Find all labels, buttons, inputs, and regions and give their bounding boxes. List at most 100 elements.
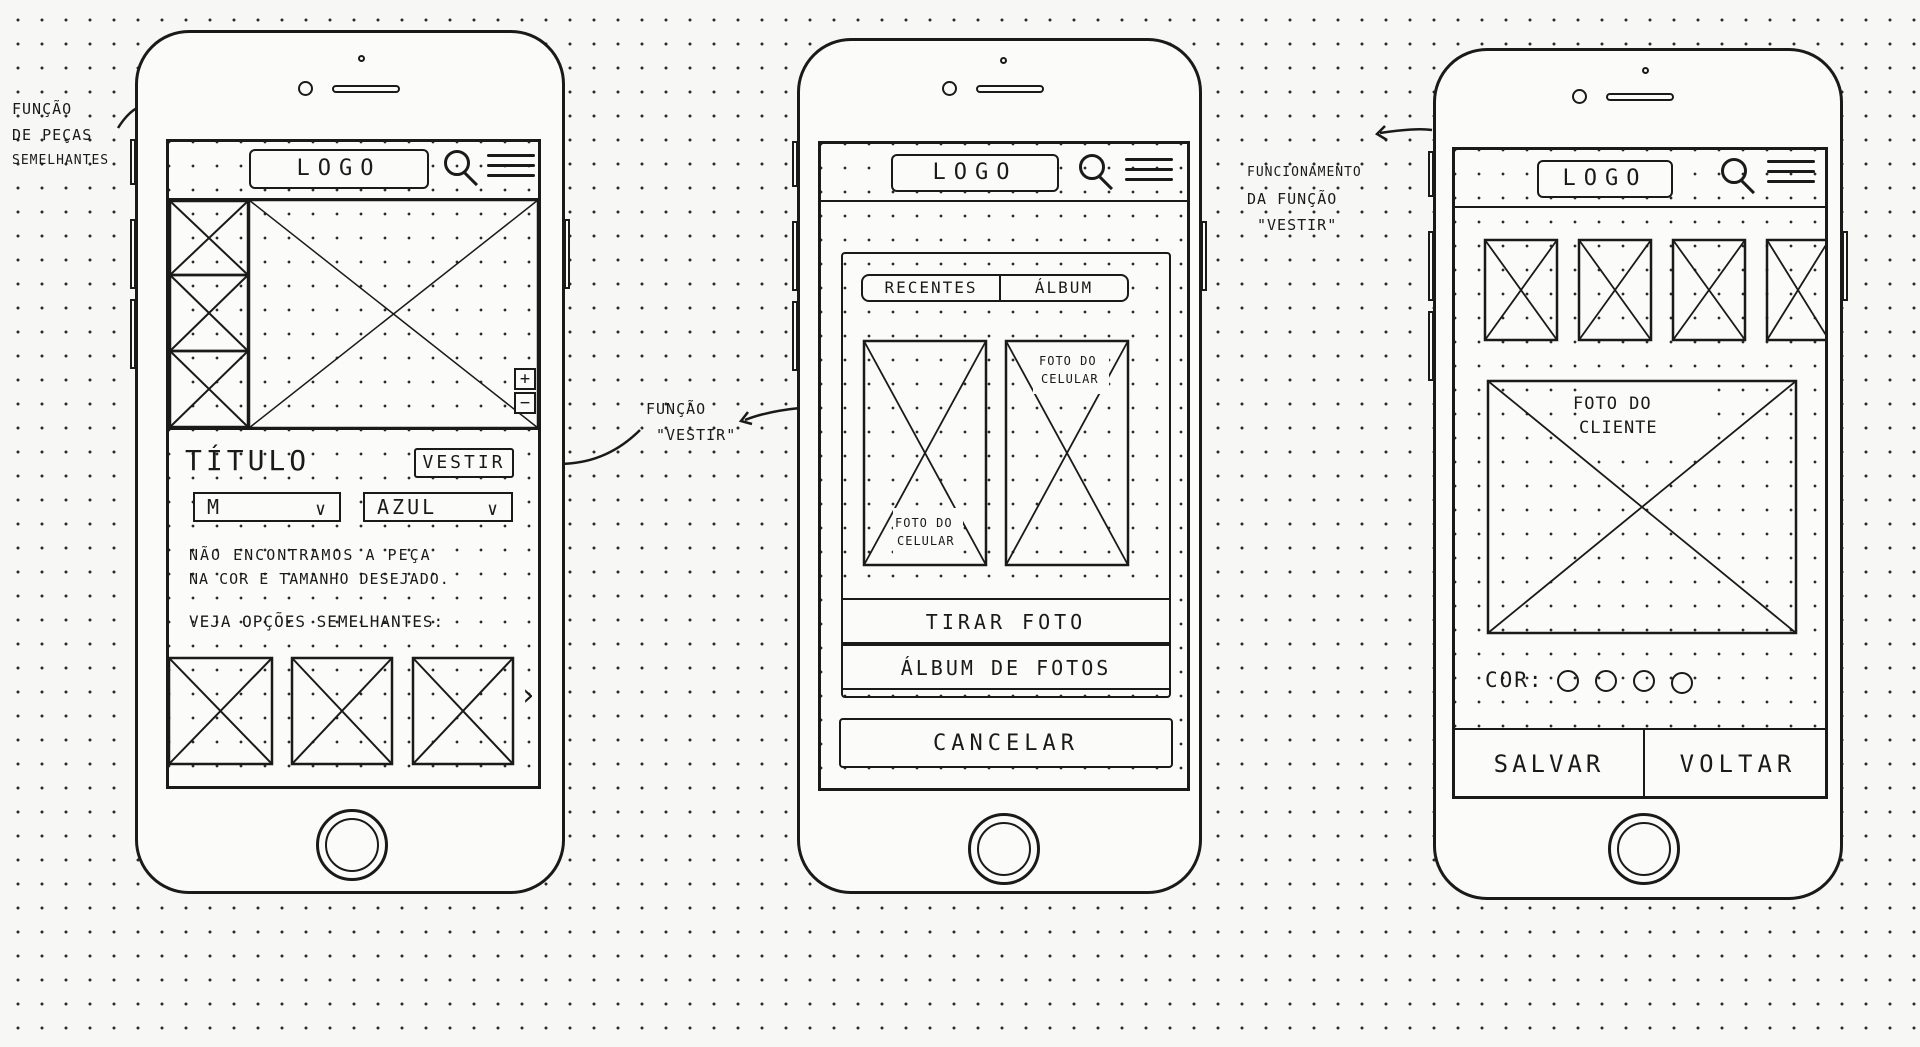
side-button — [564, 219, 570, 289]
color-select-value: AZUL — [377, 495, 438, 519]
arrow-to-screen3 — [1379, 127, 1433, 135]
photo-2-label-line1: FOTO DO — [1039, 354, 1097, 368]
logo[interactable]: LOGO — [249, 149, 429, 189]
speaker-grille — [332, 85, 400, 93]
screen-similar-items: LOGO + − TÍTULO VESTIR M∨ — [166, 139, 541, 789]
app-header: LOGO — [1455, 150, 1825, 208]
tab-recentes[interactable]: RECENTES — [861, 274, 1001, 302]
photo-album-label: ÁLBUM DE FOTOS — [900, 656, 1112, 680]
color-swatch[interactable] — [1671, 672, 1693, 694]
not-found-message-line2: NA COR E TAMANHO DESEJADO. — [189, 570, 450, 588]
side-button — [792, 301, 798, 371]
main-product-image — [247, 198, 538, 430]
size-select[interactable]: M∨ — [193, 492, 341, 522]
side-button — [1428, 151, 1434, 197]
annotation-line: "VESTIR" — [656, 426, 737, 444]
speaker-grille — [1606, 93, 1674, 101]
home-button[interactable] — [968, 813, 1040, 885]
logo[interactable]: LOGO — [1537, 160, 1673, 198]
thumbnail-strip[interactable] — [169, 199, 250, 429]
home-button[interactable] — [1608, 813, 1680, 885]
product-gallery: + − — [169, 198, 538, 430]
sensor-dot — [1642, 67, 1649, 74]
side-button — [1428, 231, 1434, 301]
annotation-line: FUNÇÃO — [646, 400, 707, 418]
annotation-line: "VESTIR" — [1257, 216, 1338, 234]
annotation-line: DE PEÇAS — [12, 126, 93, 144]
color-label: COR: — [1485, 668, 1544, 692]
screen-try-on: LOGO FOTO DO CLIENTE COR: SALVAR — [1452, 147, 1828, 799]
sensor-dot — [358, 55, 365, 62]
side-button — [1428, 311, 1434, 381]
annotation-vestir-function: FUNÇÃO "VESTIR" — [646, 396, 736, 448]
logo[interactable]: LOGO — [891, 154, 1059, 192]
client-photo-label-line1: FOTO DO — [1573, 394, 1652, 414]
speaker-grille — [976, 85, 1044, 93]
search-icon[interactable] — [1079, 154, 1119, 194]
side-button — [792, 141, 798, 187]
similar-items-row[interactable] — [169, 656, 541, 768]
annotation-line: SEMELHANTES — [12, 153, 110, 168]
annotation-similar-items: FUNÇÃO DE PEÇAS SEMELHANTES — [12, 96, 109, 174]
photo-2-label-line2: CELULAR — [1041, 372, 1099, 386]
next-arrow-icon[interactable]: › — [519, 678, 541, 713]
app-header: LOGO — [821, 144, 1187, 202]
save-label: SALVAR — [1493, 750, 1605, 778]
client-photo — [1486, 379, 1798, 635]
back-button[interactable]: VOLTAR — [1643, 728, 1825, 796]
color-swatch[interactable] — [1557, 670, 1579, 692]
arrowhead — [738, 411, 753, 426]
annotation-line: DA FUNÇÃO — [1247, 190, 1338, 208]
hamburger-menu-icon[interactable] — [1125, 158, 1173, 188]
not-found-message-line1: NÃO ENCONTRAMOS A PEÇA — [189, 546, 432, 564]
photo-1-label-line1: FOTO DO — [895, 516, 953, 530]
arrowhead — [1374, 125, 1388, 142]
photo-album-button[interactable]: ÁLBUM DE FOTOS — [841, 644, 1171, 690]
back-label: VOLTAR — [1679, 750, 1797, 778]
phone-frame-3: LOGO FOTO DO CLIENTE COR: SALVAR — [1428, 48, 1848, 900]
color-select[interactable]: AZUL ∨ — [363, 492, 513, 522]
annotation-vestir-working: FUNCIONAMENTO DA FUNÇÃO "VESTIR" — [1247, 160, 1362, 238]
hamburger-menu-icon[interactable] — [487, 154, 535, 184]
side-button — [130, 139, 136, 185]
search-icon[interactable] — [1721, 158, 1761, 198]
home-button[interactable] — [316, 809, 388, 881]
sensor-dot — [1000, 57, 1007, 64]
camera-icon — [298, 81, 313, 96]
phone-frame-2: LOGO RECENTES ÁLBUM FOTO DO CELULAR FOTO… — [792, 38, 1207, 894]
annotation-line: FUNÇÃO — [12, 100, 73, 118]
client-photo-label-line2: CLIENTE — [1579, 418, 1658, 438]
arrow-from-screen2 — [744, 406, 801, 422]
photo-thumbnail-2[interactable] — [1004, 339, 1130, 567]
similar-options-label: VEJA OPÇÕES SEMELHANTES: — [189, 612, 445, 631]
side-button — [792, 221, 798, 291]
camera-icon — [942, 81, 957, 96]
take-photo-label: TIRAR FOTO — [925, 610, 1087, 634]
photo-picker-panel — [841, 252, 1171, 698]
app-header: LOGO — [169, 142, 538, 200]
zoom-out-button[interactable]: − — [514, 392, 536, 414]
annotation-line: FUNCIONAMENTO — [1247, 165, 1362, 180]
tab-album[interactable]: ÁLBUM — [999, 274, 1129, 302]
side-button — [1201, 221, 1207, 291]
save-button[interactable]: SALVAR — [1455, 728, 1645, 796]
color-swatch[interactable] — [1633, 670, 1655, 692]
phone-frame-1: LOGO + − TÍTULO VESTIR M∨ — [130, 30, 570, 894]
clothing-thumbnails-row[interactable] — [1483, 238, 1828, 344]
cancel-label: CANCELAR — [933, 731, 1079, 756]
chevron-down-icon: ∨ — [487, 499, 501, 520]
hamburger-menu-icon[interactable] — [1767, 160, 1815, 190]
side-button — [130, 299, 136, 369]
chevron-down-icon: ∨ — [315, 499, 329, 520]
photo-1-label-line2: CELULAR — [897, 534, 955, 548]
color-swatch[interactable] — [1595, 670, 1617, 692]
cancel-button[interactable]: CANCELAR — [839, 718, 1173, 768]
take-photo-button[interactable]: TIRAR FOTO — [841, 598, 1171, 644]
vestir-button[interactable]: VESTIR — [414, 448, 514, 478]
screen-photo-picker: LOGO RECENTES ÁLBUM FOTO DO CELULAR FOTO… — [818, 141, 1190, 791]
product-title: TÍTULO — [185, 444, 311, 477]
zoom-in-button[interactable]: + — [514, 368, 536, 390]
photo-thumbnail-1[interactable] — [862, 339, 988, 567]
search-icon[interactable] — [444, 150, 484, 190]
size-select-value: M — [207, 495, 223, 519]
